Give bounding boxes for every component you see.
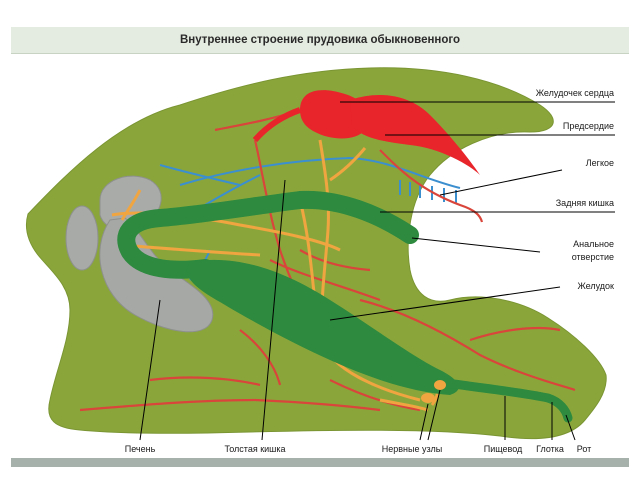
bottom-bar [11,458,629,467]
aorta [252,107,301,143]
label-anal-line1: Анальное [573,239,614,249]
digestive-tract [117,190,573,423]
leader-liver [139,299,161,441]
label-pharynx: Глотка [536,444,564,454]
label-heart-ventricle: Желудочек сердца [536,88,614,98]
leader-ganglia-2 [427,389,441,441]
leader-stomach [329,286,561,321]
liver-lobe-small [65,205,99,271]
title-bar: Внутреннее строение прудовика обыкновенн… [11,27,629,54]
label-anal-line2: отверстие [572,252,614,262]
label-large-intestine: Толстая кишка [224,444,285,454]
large-intestine-tube [117,190,419,279]
leader-lung [439,169,563,196]
leader-mouth [565,414,576,441]
esophagus-tube [435,377,573,423]
snail-body-silhouette [25,67,607,440]
diagram-title: Внутреннее строение прудовика обыкновенн… [179,34,461,46]
leader-lines [139,101,615,441]
leader-anal [411,237,541,253]
label-nerve-ganglia: Нервные узлы [382,444,442,454]
label-lung: Легкое [586,158,614,168]
label-liver: Печень [125,444,156,454]
label-esophagus: Пищевод [484,444,523,454]
stomach-body [186,259,459,395]
label-hindgut: Задняя кишка [556,198,614,208]
nerve-ganglia [421,380,446,403]
leader-ganglia-1 [419,403,429,441]
label-stomach: Желудок [577,281,614,291]
label-atrium: Предсердие [563,121,614,131]
leader-large-intestine [261,179,286,441]
label-mouth: Рот [577,444,592,454]
